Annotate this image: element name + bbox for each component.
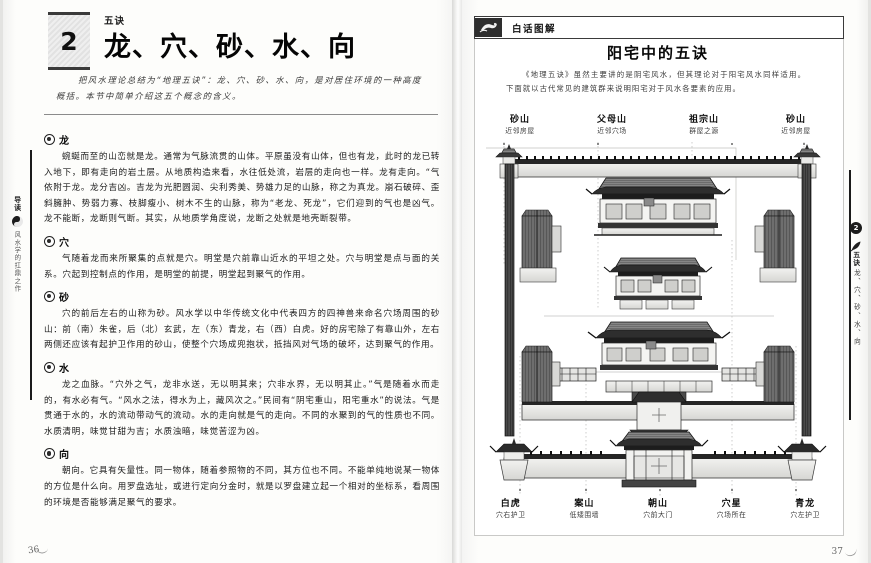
side-tab-left[interactable]: 导读 风水学的扛鼎之作	[6, 196, 28, 346]
side-tab-lead-label: 导读	[13, 196, 22, 212]
section-body: 蜿蜒而至的山峦就是龙。通常为气脉流贯的山体。平原虽没有山体，但也有龙，此时的龙已…	[44, 152, 440, 225]
section-long: 龙 蜿蜒而至的山峦就是龙。通常为气脉流贯的山体。平原虽没有山体，但也有龙，此时的…	[44, 132, 440, 228]
circle-bullet-icon	[44, 448, 55, 460]
label-name: 祖宗山	[688, 115, 719, 125]
quill-icon	[850, 237, 862, 252]
circle-bullet-icon	[44, 361, 55, 373]
section-heading: 水	[44, 360, 440, 375]
circle-bullet-icon	[44, 134, 55, 145]
chapter-number-box: 2	[48, 12, 90, 70]
diagram-label-anshan: 案山 低矮围墙	[548, 498, 622, 521]
side-tab-sub-label: 风水学的扛鼎之作	[13, 231, 22, 293]
label-name: 砂山	[785, 115, 806, 125]
section-body: 朝向。它具有矢量性。同一物体，随着参照物的不同，其方位也不同。不能单纯地说某一物…	[44, 466, 440, 508]
section-shui: 水 龙之血脉。“穴外之气，龙非水送，无以明其来；穴非水界，无以明其止。”气是随着…	[44, 360, 440, 440]
page-edge-right	[868, 0, 871, 563]
section-heading: 穴	[44, 234, 440, 249]
label-desc: 穴右护卫	[496, 511, 526, 519]
chapter-kicker: 五诀	[104, 16, 126, 27]
figure-title: 阳宅中的五诀	[606, 44, 709, 62]
section-xue: 穴 气随着龙而来所聚集的点就是穴。明堂是穴前靠山近水的平坦之处。穴与明堂是点与面…	[44, 234, 440, 283]
label-name: 砂山	[509, 115, 530, 125]
side-tab-rule-right	[849, 170, 851, 420]
chapter-header: 2 五诀 龙、穴、砂、水、向	[48, 10, 438, 70]
diagram-label-shashan-right: 砂山 近邻房屋	[750, 114, 842, 137]
side-tab-rule-left	[30, 150, 32, 400]
section-xiang: 向 朝向。它具有矢量性。同一物体，随着参照物的不同，其方位也不同。不能单纯地说某…	[44, 446, 440, 511]
left-page: 导读 风水学的扛鼎之作 2 五诀 龙、穴、砂、水、向 把风水理论总结为“地理五诀…	[0, 0, 455, 563]
section-title: 向	[59, 450, 70, 462]
chapter-badge: 2	[850, 222, 862, 234]
brush-icon	[475, 18, 502, 37]
page-number-flourish-icon	[36, 545, 49, 554]
label-desc: 群屋之源	[689, 127, 719, 135]
diagram-label-baihu: 白虎 穴右护卫	[474, 498, 548, 521]
section-title: 水	[59, 363, 70, 375]
label-desc: 近邻穴场	[597, 127, 627, 135]
section-heading: 龙	[44, 132, 440, 147]
diagram-label-chaoshan: 朝山 穴前大门	[621, 498, 695, 521]
section-heading: 向	[44, 446, 440, 461]
label-name: 青龙	[795, 499, 816, 509]
label-desc: 近邻房屋	[781, 127, 811, 135]
diagram-label-qinglong: 青龙 穴左护卫	[768, 498, 842, 521]
section-body: 龙之血脉。“穴外之气，龙非水送，无以明其来；穴非水界，无以明其止。”气是随着水而…	[44, 379, 440, 437]
label-name: 朝山	[647, 499, 668, 509]
label-name: 案山	[574, 499, 595, 509]
diagram-label-zuzongshan: 祖宗山 群屋之源	[658, 114, 750, 137]
side-tab-main-label: 五诀	[852, 251, 861, 267]
label-name: 父母山	[596, 115, 627, 125]
label-desc: 穴左护卫	[790, 511, 820, 519]
chapter-number: 2	[60, 26, 78, 56]
body-sections: 龙 蜿蜒而至的山峦就是龙。通常为气脉流贯的山体。平原虽没有山体，但也有龙，此时的…	[44, 126, 440, 513]
label-desc: 穴前大门	[643, 511, 673, 519]
page-number-left: 36	[27, 544, 49, 556]
section-body: 气随着龙而来所聚集的点就是穴。明堂是穴前靠山近水的平坦之处。穴与明堂是点与面的关…	[44, 253, 440, 280]
right-page: 白话图解 阳宅中的五诀 《地理五诀》虽然主要讲的是阴宅风水，但其理论对于阳宅风水…	[462, 0, 871, 563]
label-desc: 低矮围墙	[569, 511, 600, 519]
label-desc: 近邻房屋	[505, 127, 535, 135]
page-number-flourish-icon	[844, 546, 858, 558]
page-edge-left	[0, 0, 3, 563]
diagram-label-shashan-left: 砂山 近邻房屋	[474, 114, 566, 137]
header-divider	[44, 114, 438, 115]
circle-bullet-icon	[44, 235, 55, 247]
label-name: 白虎	[500, 499, 521, 509]
diagram-top-labels: 砂山 近邻房屋 父母山 近邻穴场 祖宗山 群屋之源 砂山 近邻房屋	[474, 114, 842, 137]
page-number-right-value: 37	[831, 547, 843, 557]
yinyang-icon	[11, 216, 23, 227]
diagram-label-fumushan: 父母山 近邻穴场	[566, 114, 658, 137]
courtyard-compound-diagram	[474, 140, 842, 496]
label-desc: 穴场所在	[716, 511, 747, 519]
section-title: 龙	[59, 136, 70, 147]
banner-label: 白话图解	[512, 23, 557, 35]
section-title: 砂	[59, 293, 70, 305]
diagram-bottom-labels: 白虎 穴右护卫 案山 低矮围墙 朝山 穴前大门 穴星 穴场所在 青龙 穴左护卫	[474, 498, 842, 521]
book-gutter	[452, 0, 464, 563]
lead-paragraph: 把风水理论总结为“地理五诀”：龙、穴、砂、水、向，是对居住环境的一种高度概括。本…	[56, 75, 422, 101]
figure-intro: 《地理五诀》虽然主要讲的是阴宅风水，但其理论对于阳宅风水同样适用。下面就以古代常…	[506, 70, 806, 93]
circle-bullet-icon	[44, 291, 55, 303]
label-name: 穴星	[721, 499, 742, 509]
side-tab-sub-label: 龙、穴、砂、水、向	[852, 269, 861, 347]
page-title: 龙、穴、砂、水、向	[104, 32, 356, 63]
section-sha: 砂 穴的前后左右的山称为砂。风水学以中华传统文化中代表四方的四神兽来命名穴场周围…	[44, 289, 440, 354]
diagram-label-xuexing: 穴星 穴场所在	[695, 498, 769, 521]
section-heading: 砂	[44, 289, 440, 304]
section-body: 穴的前后左右的山称为砂。风水学以中华传统文化中代表四方的四神兽来命名穴场周围的砂…	[44, 309, 440, 351]
figure-banner: 白话图解	[474, 16, 844, 39]
section-title: 穴	[59, 237, 70, 249]
page-number-right: 37	[831, 546, 858, 558]
side-tab-right[interactable]: 2 五诀 龙、穴、砂、水、向	[845, 222, 867, 372]
